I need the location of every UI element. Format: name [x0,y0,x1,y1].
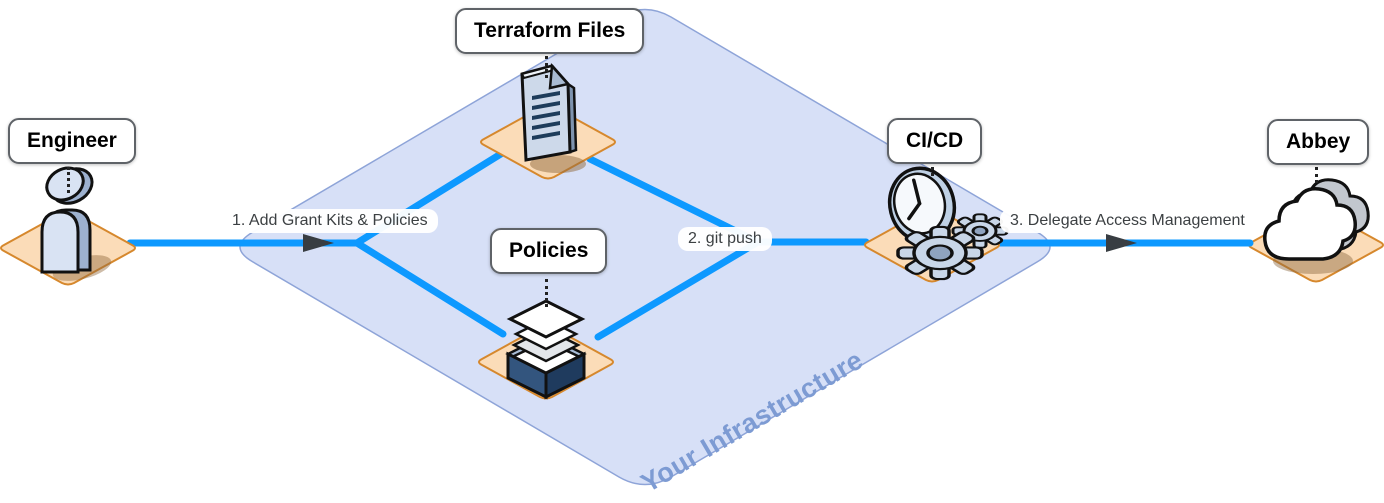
person-icon [40,166,112,281]
edge-label-step1: 1. Add Grant Kits & Policies [222,209,438,233]
cloud-icon [1263,178,1370,274]
node-label-policies: Policies [490,228,608,274]
paper-stack-tray-icon [505,299,587,400]
dotted-connector-policies [545,279,548,307]
node-label-terraform-files: Terraform Files [455,8,645,54]
node-cicd [847,81,1017,283]
node-label-cicd: CI/CD [887,118,983,164]
dotted-connector-terraform-files [545,56,548,78]
dotted-connector-abbey [1315,167,1318,183]
clock-and-gears-icon [887,166,1009,281]
arrowhead-step1 [303,234,334,252]
edge-label-step2: 2. git push [678,227,772,251]
dotted-connector-cicd [931,167,934,176]
node-label-abbey: Abbey [1267,119,1370,165]
node-terraform-files [463,0,633,180]
arrowhead-step3 [1106,234,1137,252]
dotted-connector-engineer [67,167,70,193]
document-icon [520,63,586,173]
node-engineer [0,84,153,286]
node-abbey [1231,81,1384,281]
node-policies [461,198,631,400]
node-label-engineer: Engineer [8,118,136,164]
edge-label-step3: 3. Delegate Access Management [1000,209,1255,233]
